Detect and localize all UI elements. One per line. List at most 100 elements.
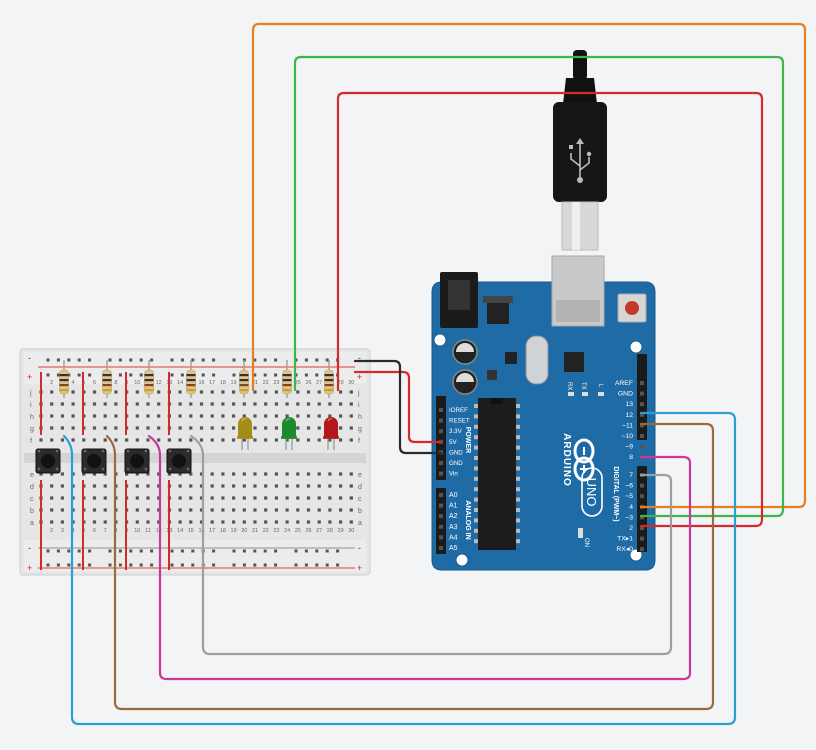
breadboard-hole [125, 472, 129, 476]
header-pin[interactable] [640, 547, 644, 552]
breadboard-hole [253, 520, 257, 524]
breadboard-hole [135, 520, 139, 524]
yellow-led[interactable] [237, 417, 253, 450]
breadboard-hole [103, 484, 107, 488]
rail-hole [118, 549, 122, 553]
header-pin[interactable] [640, 444, 644, 449]
breadboard-hole [178, 438, 182, 442]
usb-chip [564, 352, 584, 372]
resistor-7[interactable] [324, 360, 334, 398]
header-pin[interactable] [439, 461, 443, 465]
chip-pin [474, 404, 478, 408]
chip-pin [516, 528, 520, 533]
rail-minus-label-bottom-left: - [28, 543, 31, 553]
blue-wire[interactable] [62, 411, 737, 726]
resistor-2[interactable] [102, 360, 112, 398]
resistor-3[interactable] [144, 360, 154, 398]
breadboard-hole [221, 402, 225, 406]
header-pin[interactable] [640, 423, 644, 428]
red-led[interactable] [323, 417, 339, 450]
resistor-6[interactable] [282, 360, 292, 398]
button-1[interactable] [35, 448, 61, 474]
digital-pin-label: 7 [629, 472, 633, 479]
gnd-wire[interactable] [353, 359, 443, 455]
usb-cable-neck [563, 78, 597, 104]
breadboard-hole [306, 496, 311, 500]
header-pin[interactable] [640, 483, 644, 488]
button-2[interactable] [81, 448, 107, 474]
usb-plug-metal-shine [572, 202, 580, 250]
button-4[interactable] [166, 448, 192, 474]
header-pin[interactable] [640, 494, 644, 499]
header-pin[interactable] [439, 535, 443, 540]
breadboard-hole [210, 426, 214, 430]
breadboard-hole [232, 390, 236, 394]
rail-hole [304, 549, 308, 553]
breadboard-hole [157, 390, 161, 394]
column-number: 25 [295, 380, 301, 386]
header-pin[interactable] [640, 412, 644, 417]
column-number: 22 [263, 380, 269, 386]
breadboard-hole [92, 426, 97, 430]
chip-pin [474, 476, 478, 481]
header-pin[interactable] [640, 391, 644, 396]
column-number: 7 [104, 528, 107, 534]
header-pin[interactable] [640, 434, 644, 438]
chip-pin [516, 539, 520, 544]
breadboard-hole [253, 402, 257, 406]
rail-hole [46, 373, 50, 377]
breadboard-hole [264, 496, 268, 500]
breadboard-hole [306, 472, 311, 476]
green-wire[interactable] [293, 55, 785, 518]
breadboard-hole [92, 472, 97, 476]
breadboard-hole [306, 390, 311, 394]
green-led[interactable] [281, 417, 297, 450]
header-pin[interactable] [640, 515, 644, 520]
breadboard-hole [157, 472, 161, 476]
header-pin[interactable] [439, 493, 443, 497]
5v-wire[interactable] [353, 370, 443, 444]
breadboard-hole [103, 496, 107, 500]
button-3[interactable] [124, 448, 150, 474]
model-label: UNO [584, 478, 599, 507]
reset-button-cap[interactable] [625, 301, 639, 315]
breadboard-hole [232, 508, 236, 512]
column-number: 20 [241, 528, 247, 534]
resistor-1[interactable] [59, 360, 69, 398]
header-pin[interactable] [439, 408, 443, 412]
breadboard-hole [178, 402, 182, 406]
header-pin[interactable] [439, 471, 443, 476]
column-number: 23 [273, 528, 279, 534]
breadboard-hole [210, 390, 214, 394]
gray-wire[interactable] [189, 434, 673, 656]
header-pin[interactable] [439, 418, 443, 423]
rail-hole [150, 563, 154, 567]
header-pin[interactable] [439, 514, 443, 519]
resistor-5[interactable] [239, 360, 249, 398]
header-pin[interactable] [439, 524, 443, 529]
breadboard-hole [114, 438, 118, 442]
breadboard-hole [189, 438, 193, 442]
brown-wire[interactable] [105, 422, 715, 711]
breadboard-hole [178, 520, 182, 524]
rail-hole [129, 563, 133, 567]
header-pin[interactable] [640, 402, 644, 407]
rail-hole [129, 373, 133, 377]
orange-wire[interactable] [251, 22, 807, 509]
header-pin[interactable] [640, 381, 644, 385]
header-pin[interactable] [640, 526, 644, 530]
header-pin[interactable] [439, 429, 443, 434]
breadboard-hole [339, 520, 343, 524]
resistor-4[interactable] [186, 360, 196, 398]
rail-hole [180, 373, 184, 377]
rail-hole [129, 358, 133, 362]
red-wire[interactable] [336, 91, 764, 528]
breadboard-hole [264, 508, 268, 512]
breadboard-hole [146, 438, 150, 442]
magenta-wire[interactable] [147, 434, 692, 681]
header-pin[interactable] [439, 546, 443, 550]
breadboard-hole [157, 484, 161, 488]
header-pin[interactable] [439, 503, 443, 508]
header-pin[interactable] [640, 536, 644, 541]
breadboard-hole [199, 426, 204, 430]
